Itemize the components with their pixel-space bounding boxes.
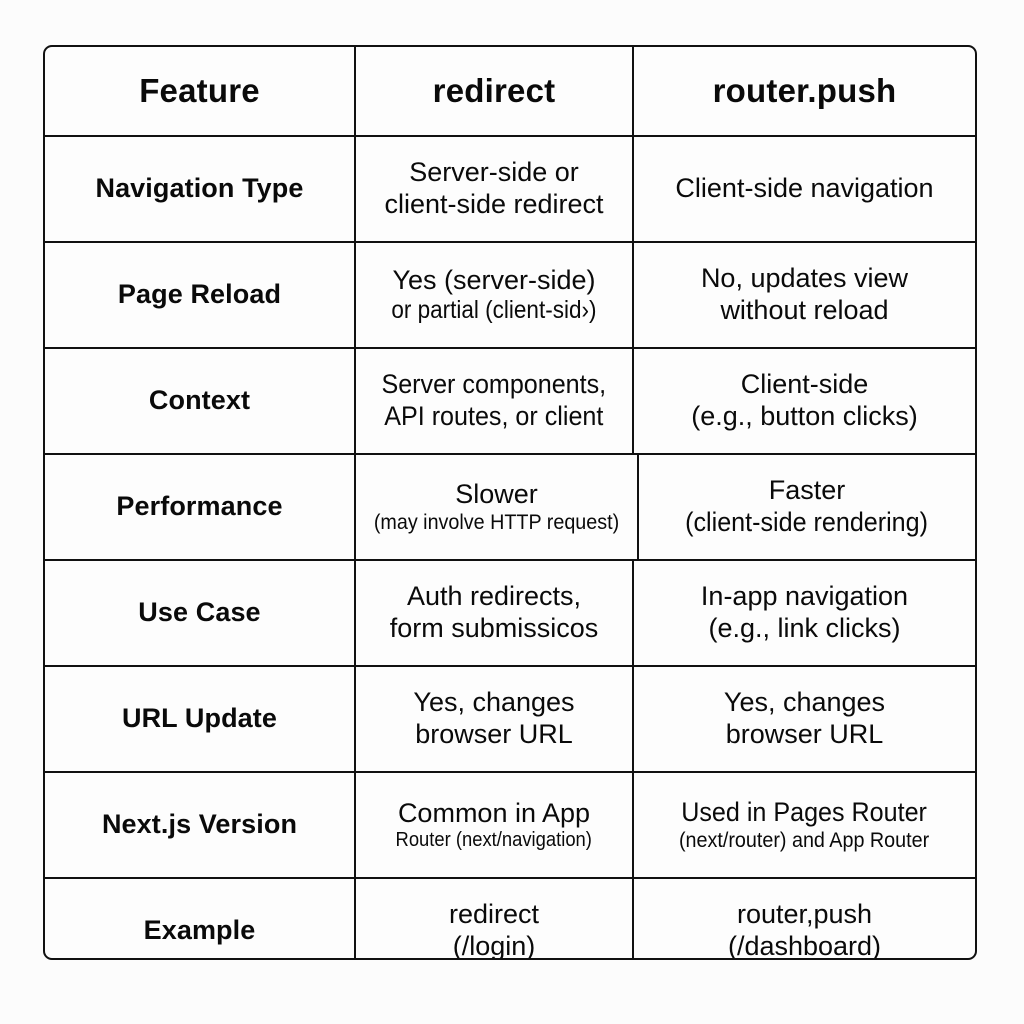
row-router-push-cell: Faster (client-side rendering)	[639, 455, 975, 559]
column-header-redirect: redirect	[356, 47, 634, 135]
row-redirect-cell: Yes, changes browser URL	[356, 667, 634, 771]
row-feature-label: URL Update	[121, 703, 277, 734]
row-redirect-line-1: Common in App	[397, 797, 591, 828]
table-row: Example redirect (/login) router,push (/…	[45, 879, 975, 960]
row-feature-label: Navigation Type	[95, 173, 304, 204]
row-redirect-line-1: Auth redirects,	[406, 581, 582, 612]
column-header-feature-label: Feature	[139, 71, 260, 109]
table-row: Performance Slower (may involve HTTP req…	[45, 455, 975, 561]
row-feature-cell: URL Update	[45, 667, 356, 771]
row-feature-cell: Next.js Version	[45, 773, 356, 877]
row-redirect-line-1: Slower	[455, 478, 538, 509]
row-redirect-cell: Auth redirects, form submissicos	[356, 561, 634, 665]
row-redirect-line-2: client-side redirect	[384, 189, 604, 219]
comparison-table: Feature redirect router.push Navigation …	[43, 45, 977, 960]
row-router-push-cell: Client-side (e.g., button clicks)	[634, 349, 975, 453]
row-feature-cell: Use Case	[45, 561, 356, 665]
row-router-push-line-1: Faster	[768, 475, 846, 506]
row-router-push-cell: In-app navigation (e.g., link clicks)	[634, 561, 975, 665]
row-router-push-line-2: (e.g., link clicks)	[708, 613, 901, 643]
row-feature-cell: Navigation Type	[45, 137, 356, 241]
row-router-push-line-2: (next/router) and App Router	[679, 828, 930, 852]
row-redirect-line-2: API routes, or client	[384, 401, 604, 431]
row-router-push-line-1: Client-side navigation	[675, 173, 934, 204]
row-router-push-line-2: (e.g., button clicks)	[691, 401, 918, 431]
row-feature-label: Use Case	[138, 597, 261, 628]
row-redirect-line-1: Yes, changes	[413, 687, 575, 718]
row-router-push-line-2: (client-side rendering)	[685, 507, 929, 537]
row-feature-label: Page Reload	[117, 279, 282, 310]
row-redirect-cell: Server components, API routes, or client	[356, 349, 634, 453]
table-row: Page Reload Yes (server-side) or partial…	[45, 243, 975, 349]
row-router-push-line-1: No, updates view	[700, 263, 909, 294]
row-redirect-cell: Slower (may involve HTTP request)	[356, 455, 640, 559]
row-redirect-cell: redirect (/login)	[356, 879, 634, 960]
row-redirect-line-2: browser URL	[415, 719, 573, 749]
column-header-feature: Feature	[45, 47, 356, 135]
row-redirect-line-1: Yes (server-side)	[392, 264, 596, 295]
row-router-push-line-1: Client-side	[740, 369, 869, 400]
row-feature-cell: Example	[45, 879, 356, 958]
row-router-push-cell: Used in Pages Router (next/router) and A…	[634, 773, 975, 877]
table-row: URL Update Yes, changes browser URL Yes,…	[45, 667, 975, 773]
column-header-router-push: router.push	[634, 47, 975, 135]
row-redirect-line-2: Router (next/navigation)	[395, 829, 593, 852]
column-header-router-push-label: router.push	[712, 71, 897, 109]
row-feature-label: Example	[143, 914, 256, 945]
column-header-redirect-label: redirect	[432, 71, 556, 109]
row-redirect-line-2: (may involve HTTP request)	[373, 510, 620, 534]
row-redirect-line-2: (/login)	[452, 930, 536, 960]
row-router-push-line-2: without reload	[720, 295, 889, 325]
row-router-push-cell: router,push (/dashboard)	[634, 879, 975, 960]
table-row: Use Case Auth redirects, form submissico…	[45, 561, 975, 667]
row-feature-label: Performance	[116, 491, 283, 522]
table-row: Context Server components, API routes, o…	[45, 349, 975, 455]
row-feature-cell: Context	[45, 349, 356, 453]
row-router-push-line-1: Used in Pages Router	[681, 796, 928, 827]
row-redirect-cell: Common in App Router (next/navigation)	[356, 773, 634, 877]
row-router-push-line-1: router,push	[736, 898, 873, 929]
row-feature-cell: Performance	[45, 455, 356, 559]
row-redirect-line-1: Server-side or	[409, 157, 579, 188]
row-feature-label: Next.js Version	[101, 809, 298, 840]
row-router-push-line-2: (/dashboard)	[727, 930, 882, 960]
row-redirect-line-1: Server components,	[381, 369, 607, 400]
row-redirect-line-1: redirect	[448, 898, 540, 929]
row-redirect-line-2: form submissicos	[389, 613, 599, 643]
row-feature-label: Context	[148, 385, 251, 416]
row-router-push-line-2: browser URL	[725, 719, 884, 749]
row-feature-cell: Page Reload	[45, 243, 356, 347]
row-router-push-cell: Yes, changes browser URL	[634, 667, 975, 771]
row-router-push-line-1: In-app navigation	[700, 581, 909, 612]
table-row: Navigation Type Server-side or client-si…	[45, 137, 975, 243]
row-router-push-line-1: Yes, changes	[723, 687, 886, 718]
row-router-push-cell: Client-side navigation	[634, 137, 975, 241]
table-row: Next.js Version Common in App Router (ne…	[45, 773, 975, 879]
table-header-row: Feature redirect router.push	[45, 47, 975, 137]
row-redirect-cell: Yes (server-side) or partial (client-sid…	[356, 243, 634, 347]
row-router-push-cell: No, updates view without reload	[634, 243, 975, 347]
row-redirect-cell: Server-side or client-side redirect	[356, 137, 634, 241]
row-redirect-line-2: or partial (client-sid›)	[391, 296, 597, 325]
